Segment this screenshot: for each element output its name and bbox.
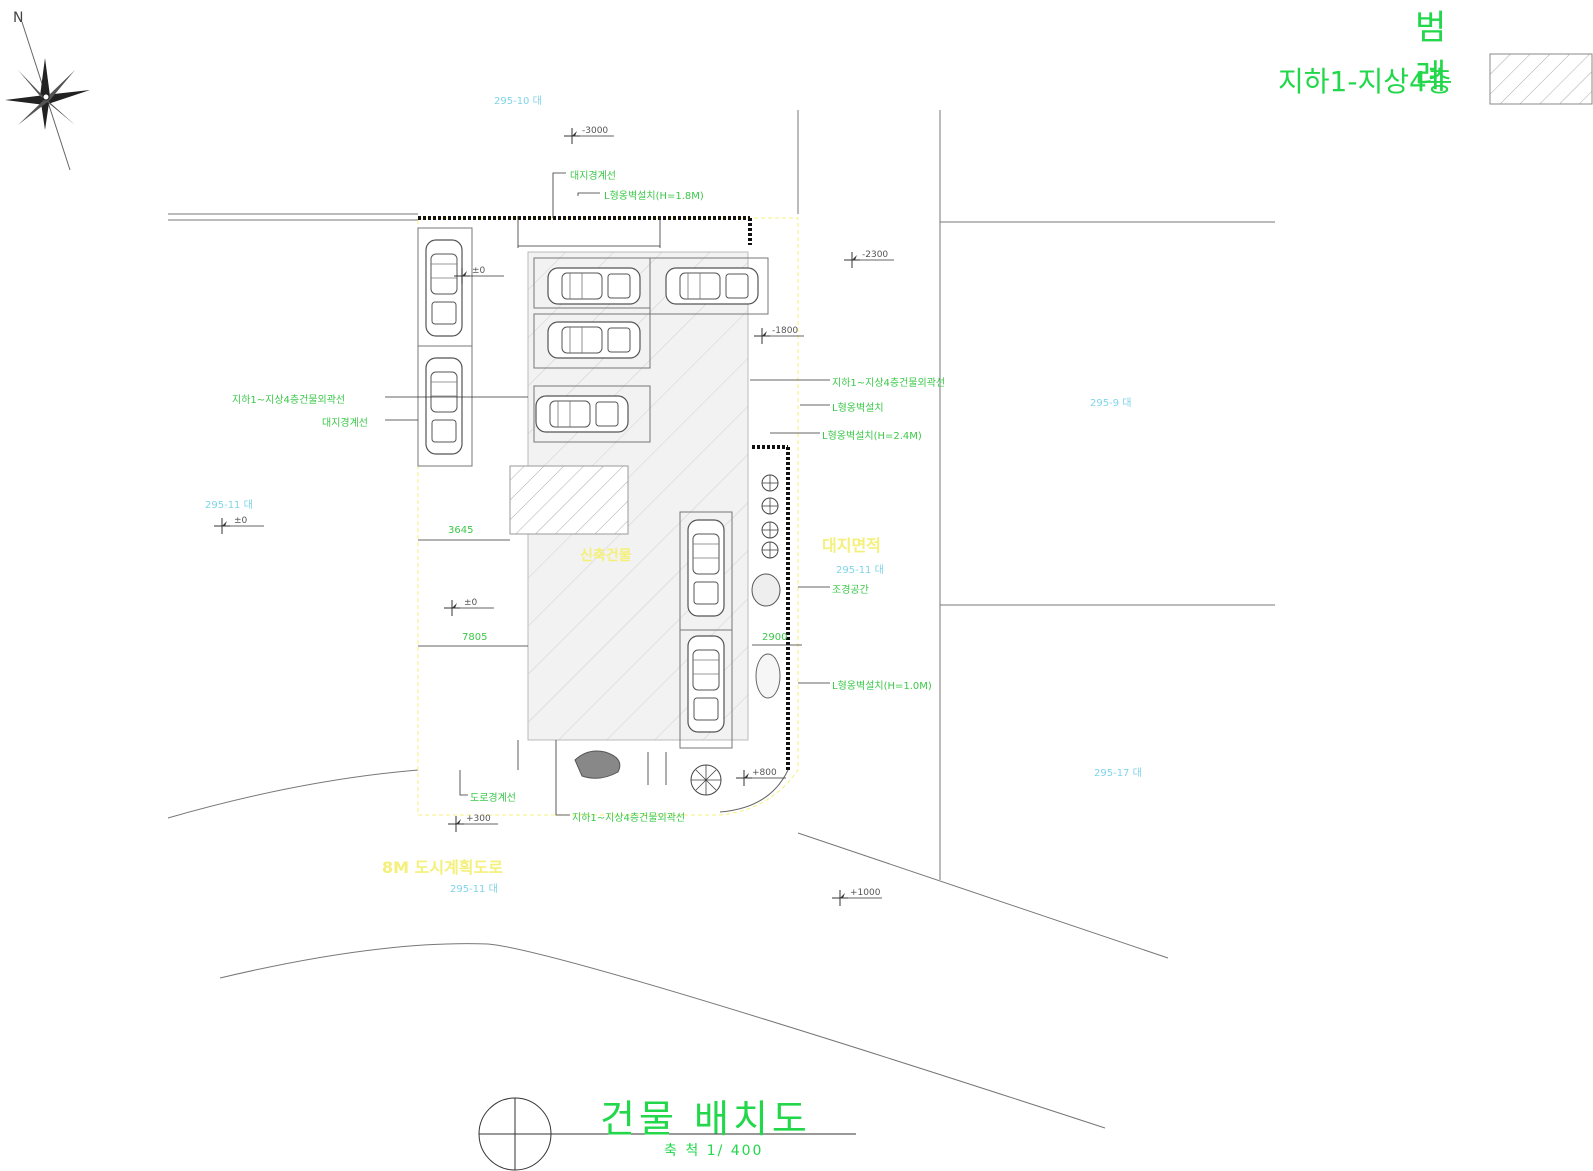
lot-label: 295-17 대	[1094, 768, 1142, 779]
level-label: +300	[466, 814, 491, 824]
note-label: 지하1~지상4층건물외곽선	[232, 395, 346, 406]
leader-lines	[385, 172, 830, 816]
scale-text: 축 척 1/ 400	[664, 1143, 764, 1159]
level-label: -2300	[862, 250, 889, 260]
note-label: 도로경계선	[470, 793, 516, 804]
note-label: L형옹벽설치	[832, 403, 884, 414]
dimension-label: 3645	[448, 525, 474, 536]
level-label: ±0	[472, 266, 486, 276]
lot-label: 295-11 대	[836, 565, 884, 576]
note-label: 지하1~지상4층건물외곽선	[572, 813, 686, 824]
note-label: L형옹벽설치(H=2.4M)	[822, 431, 922, 442]
retaining-walls	[418, 216, 790, 770]
landscaping	[574, 474, 789, 813]
level-label: +1000	[850, 888, 881, 898]
lot-label: 295-11 대	[205, 500, 253, 511]
level-label: -1800	[772, 326, 799, 336]
legend-swatch	[1489, 53, 1593, 105]
note-label: L형옹벽설치(H=1.0M)	[832, 681, 932, 692]
north-label: N	[13, 10, 24, 26]
note-label: 지하1~지상4층건물외곽선	[832, 378, 946, 389]
note-label: 대지경계선	[570, 171, 616, 182]
level-label: ±0	[464, 598, 478, 608]
legend-title: 범 례	[1415, 8, 1487, 97]
note-label: 대지경계선	[322, 418, 368, 429]
site-boundary	[417, 217, 799, 816]
lot-label: 295-9 대	[1090, 398, 1132, 409]
legend-label: 지하1-지상4층	[1278, 65, 1453, 98]
road-label: 8M 도시계획도로	[382, 858, 503, 877]
site-area-label: 대지면적	[822, 536, 881, 555]
sheet-title: 건물 배치도	[600, 1097, 811, 1141]
dimension-label: 2900	[762, 632, 788, 643]
lot-label: 295-10 대	[494, 96, 542, 107]
north-arrow-icon	[5, 21, 90, 171]
level-label: -3000	[582, 126, 609, 136]
dimension-label: 7805	[462, 632, 488, 643]
lot-label: 295-11 대	[450, 884, 498, 895]
level-label: +800	[752, 768, 777, 778]
lot-lines	[167, 110, 1275, 1129]
note-label: 조경공간	[832, 585, 869, 596]
note-label: L형옹벽설치(H=1.8M)	[604, 191, 704, 202]
building-footprint	[509, 251, 749, 741]
building-label: 신축건물	[580, 548, 632, 564]
level-label: ±0	[234, 516, 248, 526]
parking-stalls	[417, 227, 769, 749]
sheet-title-symbol	[478, 1097, 856, 1171]
